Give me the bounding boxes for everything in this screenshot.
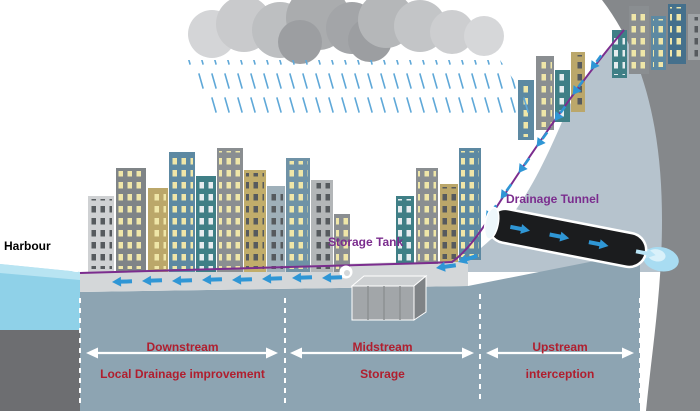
harbour-water xyxy=(0,248,80,330)
underground xyxy=(80,252,640,411)
zone-downstream: Downstream Local Drainage improvement xyxy=(80,340,285,390)
cloud-icon xyxy=(188,0,504,64)
zone-title: Upstream xyxy=(532,340,588,354)
midstream-buildings xyxy=(396,148,481,264)
tunnel-flow-arrows xyxy=(509,221,656,259)
tank-inlet-swirl xyxy=(339,265,353,279)
zone-upstream: Upstream interception xyxy=(480,340,640,390)
zone-subtitle: Local Drainage improvement xyxy=(100,367,265,381)
zone-subtitle: Storage xyxy=(360,367,405,381)
zone-extent-arrows xyxy=(86,347,634,359)
zone-title: Midstream xyxy=(352,340,413,354)
zone-midstream: Midstream Storage xyxy=(285,340,480,390)
zone-title: Downstream xyxy=(146,340,219,354)
hill-dark-band xyxy=(602,0,700,411)
harbour-label: Harbour xyxy=(4,239,51,253)
wave-icon xyxy=(32,248,78,272)
zone-subtitle: interception xyxy=(525,367,595,381)
purple-drainage-line xyxy=(79,29,625,274)
storage-tank xyxy=(339,265,428,321)
rain xyxy=(178,60,540,118)
drainage-tunnel-pipe xyxy=(483,206,679,272)
drainage-tunnel-label: Drainage Tunnel xyxy=(506,192,600,206)
city-skyline xyxy=(88,148,350,272)
hillside-buildings xyxy=(518,52,585,140)
underground-left xyxy=(0,330,80,411)
storage-tank-label: Storage Tank xyxy=(328,235,404,249)
hilltop-buildings xyxy=(612,4,700,78)
zone-separator-lines xyxy=(79,294,641,404)
